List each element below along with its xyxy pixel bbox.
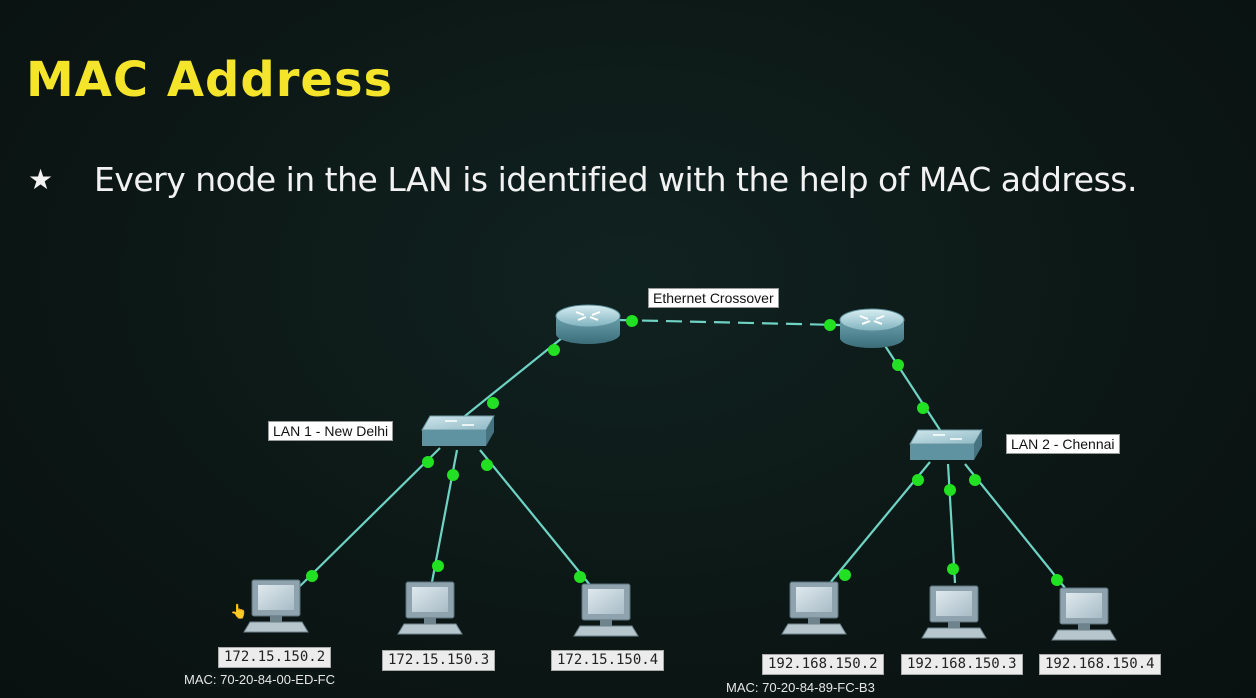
port-dot [824, 319, 836, 331]
port-dot [944, 484, 956, 496]
host-ip-label: 172.15.150.3 [382, 650, 496, 671]
pc-icon [243, 579, 309, 633]
link-switch1-pc1 [297, 447, 441, 589]
host-ip-label: 192.168.150.4 [1039, 654, 1161, 675]
switch-icon [421, 415, 495, 446]
lan1-label: LAN 1 - New Delhi [268, 421, 394, 441]
links [297, 318, 1066, 589]
port-dot [432, 560, 444, 572]
switch-icon [909, 429, 983, 460]
router-icon [555, 304, 621, 344]
mouse-cursor-icon: 👆 [230, 604, 248, 620]
host-ip-label: 192.168.150.3 [901, 654, 1023, 675]
pc-icon [781, 581, 847, 635]
slide-title: MAC Address [26, 52, 394, 108]
host-ip-label: 172.15.150.4 [551, 650, 665, 671]
port-dot [969, 474, 981, 486]
link-switch2-pc6 [964, 463, 1066, 589]
pc-icon [921, 585, 987, 639]
bullet-point: ★ Every node in the LAN is identified wi… [28, 160, 1137, 199]
port-dot [1051, 574, 1063, 586]
crossover-link [617, 318, 841, 327]
port-dot [447, 469, 459, 481]
pc-icon [1051, 587, 1117, 641]
host-ip-label: 172.15.150.2 [218, 647, 332, 668]
port-dot [912, 474, 924, 486]
port-dot [481, 459, 493, 471]
port-dot [892, 359, 904, 371]
port-dot [422, 456, 434, 468]
router-icon [839, 308, 905, 348]
port-dot [306, 570, 318, 582]
port-dot [917, 402, 929, 414]
port-dot [839, 569, 851, 581]
link-switch1-pc3 [479, 449, 591, 586]
link-router1-switch1 [459, 337, 563, 421]
port-dot [548, 344, 560, 356]
bullet-text: Every node in the LAN is identified with… [94, 160, 1137, 199]
port-dot [487, 397, 499, 409]
port-dot [626, 315, 638, 327]
pc-icon [397, 581, 463, 635]
link-router2-switch2 [879, 337, 941, 431]
star-bullet-icon: ★ [28, 163, 54, 196]
lan2-label: LAN 2 - Chennai [1006, 434, 1120, 454]
mac-address-label: MAC: 70-20-84-00-ED-FC [184, 672, 335, 687]
port-dot [947, 563, 959, 575]
port-dot [574, 571, 586, 583]
crossover-link-label: Ethernet Crossover [648, 288, 779, 308]
host-ip-label: 192.168.150.2 [762, 654, 884, 675]
pc-icon [573, 583, 639, 637]
mac-address-label: MAC: 70-20-84-89-FC-B3 [726, 680, 875, 695]
port-indicators [306, 315, 1063, 586]
